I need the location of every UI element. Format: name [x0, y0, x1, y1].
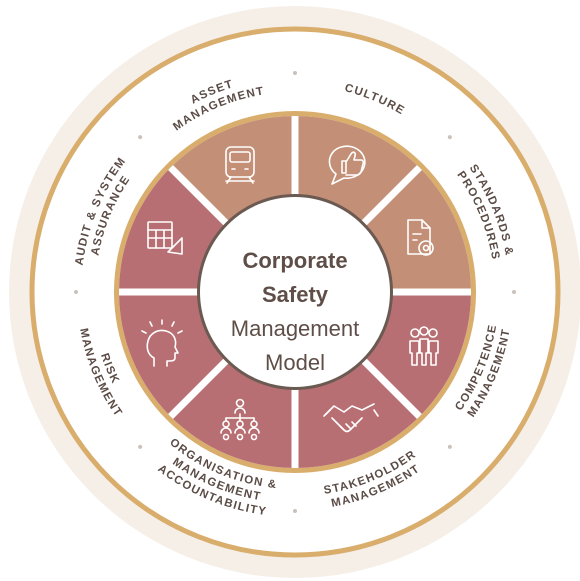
head-thinking-icon — [141, 319, 183, 367]
center-title-line2: Safety — [262, 282, 329, 307]
separator-dot — [74, 290, 78, 294]
separator-dot — [447, 444, 452, 449]
document-gear-icon — [407, 219, 434, 256]
separator-dot — [138, 135, 143, 140]
separator-dot — [512, 290, 516, 294]
separator-dot — [447, 135, 452, 140]
calculator-icon — [147, 221, 183, 255]
people-group-icon — [409, 326, 439, 366]
center-subtitle-line1: Management — [231, 316, 359, 341]
thumbs-up-icon — [328, 145, 366, 185]
separator-dot — [138, 444, 143, 449]
center-subtitle-line2: Model — [265, 350, 325, 375]
separator-dot — [293, 71, 297, 75]
separator-dots — [74, 71, 516, 513]
org-chart-icon — [220, 398, 260, 441]
separator-dot — [293, 509, 297, 513]
handshake-icon — [323, 403, 379, 433]
train-icon — [225, 146, 255, 184]
center-title-line1: Corporate — [242, 248, 347, 273]
center-circle — [200, 197, 390, 387]
segment-icons — [141, 145, 439, 441]
